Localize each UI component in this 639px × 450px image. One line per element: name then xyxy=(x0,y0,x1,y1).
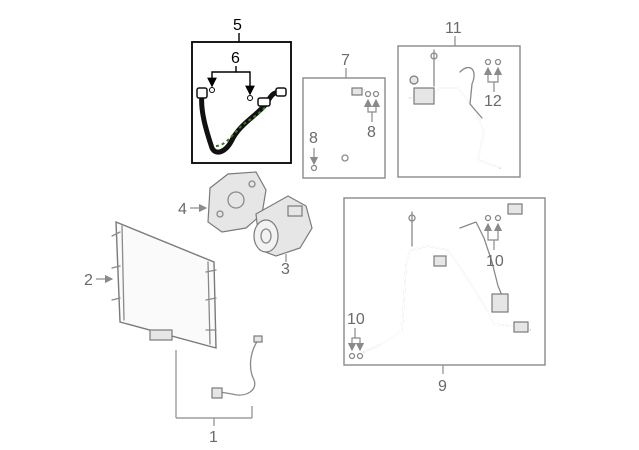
leader-6b xyxy=(236,71,255,96)
cap-icon xyxy=(430,52,438,60)
o-ring-icon xyxy=(310,164,318,172)
callout-2: 2 xyxy=(84,272,93,289)
callout-4: 4 xyxy=(178,201,187,218)
fitting-icon xyxy=(257,97,271,107)
fitting-icon xyxy=(287,205,303,217)
fitting-icon xyxy=(507,203,523,215)
bracket-icon xyxy=(491,293,509,313)
sensor-wire-icon xyxy=(219,339,259,396)
callout-10a: 10 xyxy=(347,311,365,328)
hose-assembly-group[interactable]: 5 6 xyxy=(191,17,292,164)
leader-10b-right xyxy=(493,222,503,241)
leader-8b-left xyxy=(363,98,373,122)
compressor-bracket-group[interactable]: 4 xyxy=(178,171,267,233)
leader-12b xyxy=(493,66,503,83)
connector-icon xyxy=(253,335,263,343)
condenser-tank-icon xyxy=(121,225,125,321)
fitting-icon xyxy=(196,87,208,99)
fitting-icon xyxy=(275,87,287,97)
bolt-hole-icon xyxy=(227,191,245,209)
o-ring-icon xyxy=(372,90,380,98)
compressor-group[interactable]: 3 xyxy=(253,195,313,278)
o-ring-icon xyxy=(494,58,502,66)
tube-icon xyxy=(459,221,505,301)
sensor-icon xyxy=(211,387,223,399)
callout-3: 3 xyxy=(281,261,290,278)
o-ring-icon xyxy=(209,87,215,93)
o-ring-icon xyxy=(356,352,364,360)
o-ring-icon xyxy=(247,95,253,101)
callout-8a: 8 xyxy=(309,130,318,147)
bolt-hole-icon xyxy=(216,210,224,218)
cap-icon xyxy=(408,214,416,222)
o-ring-icon xyxy=(484,58,492,66)
condenser-core-icon xyxy=(115,220,217,349)
o-ring-icon xyxy=(348,352,356,360)
callout-9: 9 xyxy=(438,378,447,395)
leader-6a xyxy=(207,66,237,88)
fitting-icon xyxy=(513,321,529,333)
callout-6: 6 xyxy=(231,50,240,67)
bolt-hole-icon xyxy=(248,180,256,188)
mount-tab-icon xyxy=(111,231,217,331)
clutch-hub-icon xyxy=(260,228,272,244)
leader-8b-right xyxy=(371,98,381,113)
receiver-fitting-icon xyxy=(149,329,173,341)
fitting-icon xyxy=(351,87,363,96)
leader-10a-right xyxy=(355,337,365,352)
nut-icon xyxy=(409,75,419,85)
callout-5: 5 xyxy=(233,17,242,34)
callout-11: 11 xyxy=(445,20,462,37)
leader-12a xyxy=(483,66,495,92)
liquid-tube-group[interactable]: 7 8 8 xyxy=(302,52,386,179)
callout-1: 1 xyxy=(209,429,218,446)
tube-highlight xyxy=(315,89,365,166)
hose-assembly-box xyxy=(191,41,292,164)
compressor-clutch-icon xyxy=(253,219,279,253)
o-ring-icon xyxy=(494,214,502,222)
callout-12: 12 xyxy=(484,93,502,110)
condenser-group[interactable]: 2 xyxy=(84,220,217,349)
callout-8b: 8 xyxy=(367,124,376,141)
hose-stripe xyxy=(215,103,269,147)
callout-7: 7 xyxy=(341,52,350,69)
tube-assembly-group[interactable]: 10 10 9 xyxy=(343,197,546,395)
suction-tube-box xyxy=(397,45,521,178)
leader-10b-left xyxy=(483,222,495,250)
o-ring-icon xyxy=(364,90,372,98)
tube-icon xyxy=(459,67,483,119)
callout-10b: 10 xyxy=(486,253,504,270)
suction-tube-group[interactable]: 11 12 xyxy=(397,20,521,178)
pressure-sensor-group[interactable]: 1 xyxy=(175,335,263,446)
bracket-icon xyxy=(413,87,435,105)
o-ring-icon xyxy=(484,214,492,222)
tube-assembly-box xyxy=(343,197,546,366)
clamp-icon xyxy=(433,255,447,267)
liquid-tube-box xyxy=(302,77,386,179)
leader-10a-left xyxy=(347,328,357,352)
o-ring-icon xyxy=(341,154,349,162)
tube-highlight xyxy=(363,245,531,353)
